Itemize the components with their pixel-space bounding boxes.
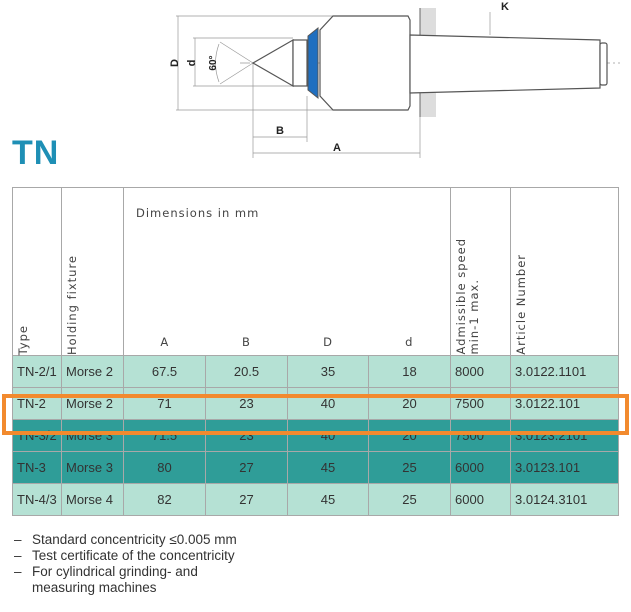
cell-d: 45 [287,483,369,516]
dash: – [14,548,22,563]
label-K: K [501,1,509,13]
header-d: d [368,322,452,356]
cell-d: 25 [367,451,452,484]
cell-type: TN-4/3 [12,483,62,516]
cell-b: 23 [205,419,288,452]
cell-article: 3.0122.1101 [510,355,620,388]
label-B: B [276,125,284,137]
cell-holding: Morse 2 [61,387,124,420]
dash: – [14,564,22,579]
cell-type: TN-2 [12,387,62,420]
cell-type: TN-3 [12,451,62,484]
cell-d: 25 [367,483,452,516]
cell-speed: 7500 [450,387,512,420]
label-d: d [186,60,198,67]
header-B: B [205,322,288,356]
cell-b: 27 [205,451,288,484]
blue-band [307,26,319,100]
feature-item: –For cylindrical grinding- and measuring… [14,564,237,596]
cell-speed: 6000 [450,483,512,516]
label-angle: 60° [208,55,219,70]
header-row: Type Holding fixture Dimensions in mm Ad… [12,187,620,356]
feature-text: For cylindrical grinding- and measuring … [32,564,198,595]
feature-item: –Test certificate of the concentricity [14,548,237,564]
label-A: A [333,142,341,154]
cell-d: 20 [367,387,452,420]
cell-holding: Morse 3 [61,451,124,484]
series-title: TN [12,134,60,172]
dash: – [14,532,22,547]
cell-d: 20 [367,419,452,452]
cell-b: 20.5 [205,355,288,388]
header-speed: Admissible speed min-1 max. [454,238,482,355]
cell-a: 82 [123,483,206,516]
cell-a: 67.5 [123,355,206,388]
label-D: D [169,59,181,67]
feature-text: Test certificate of the concentricity [32,548,235,563]
cell-speed: 8000 [450,355,512,388]
feature-list: –Standard concentricity ≤0.005 mm –Test … [14,532,237,596]
cell-a: 71 [123,387,206,420]
cell-speed: 6000 [450,451,512,484]
cell-b: 23 [205,387,288,420]
cell-holding: Morse 4 [61,483,124,516]
cell-speed: 7500 [450,419,512,452]
live-center-drawing: D d 60° B A K [169,1,620,158]
cell-d: 18 [367,355,452,388]
feature-text: Standard concentricity ≤0.005 mm [32,532,237,547]
header-type: Type [16,324,30,355]
cell-d: 45 [287,451,369,484]
header-D: D [287,322,369,356]
cell-b: 27 [205,483,288,516]
header-holding: Holding fixture [65,254,79,355]
cell-holding: Morse 2 [61,355,124,388]
cell-d: 35 [287,355,369,388]
header-subrow: A B D d [13,322,619,356]
cell-article: 3.0124.3101 [510,483,620,516]
feature-item: –Standard concentricity ≤0.005 mm [14,532,237,548]
cell-a: 80 [123,451,206,484]
header-A: A [123,322,206,356]
header-article: Article Number [514,254,529,355]
header-dimensions: Dimensions in mm [122,187,452,322]
cell-type: TN-2/1 [12,355,62,388]
specs-table: Type Holding fixture Dimensions in mm Ad… [12,187,620,516]
cell-article: 3.0123.101 [510,451,620,484]
cell-d: 40 [287,387,369,420]
highlight-box [2,394,629,435]
